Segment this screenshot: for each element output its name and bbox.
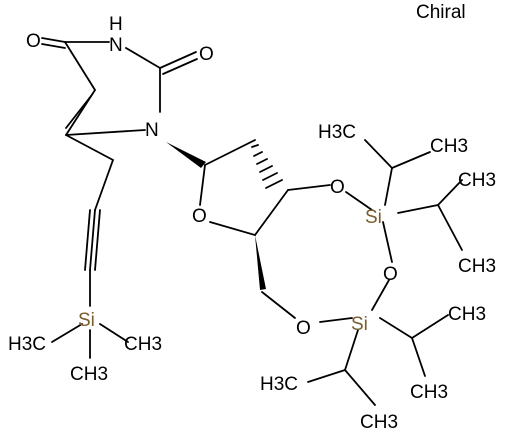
bond-triple-a [89,209,96,271]
atom-o-c4: O [26,31,41,52]
bond-c4-o [41,37,66,43]
atom-si-tms: Si [78,310,95,331]
bond-si-obridge [382,221,393,263]
bond-o5-si2 [319,317,353,323]
bond-ipr2-me2 [437,204,463,251]
methyl-bottom-right: CH3 [448,304,486,325]
methyl-top-left: H3C [318,122,356,143]
atom-o3prime: O [330,177,345,198]
chiral-label: Chiral [416,2,466,23]
bond-c2-o [159,51,197,69]
bond-si2-ipr2 [344,329,359,371]
methyl-top-right-3: CH3 [458,256,496,277]
bond-c4-o-double [41,43,66,49]
methyl-bottom-left-2: CH3 [360,412,398,433]
bond-c1-o4 [199,164,206,206]
methyl-bottom-left: H3C [260,374,298,395]
uracil-ring [64,41,161,161]
bond-c3-o3 [287,184,331,191]
bond-c2-o-double [162,58,198,75]
atom-o-ring: O [192,206,207,227]
methyl-tms-left: H3C [8,334,46,355]
bond-c6-alkyne [94,159,114,211]
bond-c1-c2 [204,139,256,166]
bond-c4-c5 [64,41,96,91]
atom-n3: N [109,35,123,56]
bond-o4-c4 [209,221,256,236]
atom-si-top: Si [365,207,382,228]
bond-ipr1-me2 [391,151,431,169]
bond-c5-c6-double [65,95,92,129]
bond-n3-c2 [125,47,161,69]
bond-o3-si [345,191,373,211]
bond-si-me-left [51,323,83,343]
bond-triple-b [84,209,91,271]
bond-si2-ipr1-me1 [411,314,449,339]
methyl-tms-right: CH3 [124,334,162,355]
bond-c4-c3 [254,189,289,236]
bond-c6-n1 [65,129,146,136]
bond-si-ipr1 [384,167,393,206]
bond-ipr1-me1 [364,139,393,169]
bond-si2-ipr1 [379,317,413,339]
atom-h-n3: H [109,14,123,35]
methyl-top-right-2: CH3 [458,170,496,191]
atom-n1: N [145,120,159,141]
bond-c5-o5 [261,291,296,319]
bond-si2-ipr2-me1 [307,369,346,383]
atom-o-bridge: O [383,264,398,285]
hash-c2-c3 [251,144,283,189]
sugar-ring [199,139,289,236]
bond-si2-ipr2-me2 [344,369,376,406]
methyl-tms-bottom: CH3 [70,364,108,385]
bond-obridge-si2 [371,279,390,311]
bond-si2-ipr1-me2 [411,337,426,377]
wedge-c4-c5 [255,235,266,290]
bond-si-ipr2 [397,204,439,214]
methyl-bottom-right-2: CH3 [410,382,448,403]
bond-c6-n1-lower [65,134,114,161]
wedge-n1-c1prime [166,142,206,168]
bond-ipr2-me1 [437,179,463,206]
atom-si-bottom: Si [351,314,368,335]
bond-si-me-right [99,323,129,343]
atom-o-c2: O [199,44,214,65]
bond-triple-c [94,209,101,271]
atom-o5prime: O [296,318,311,339]
methyl-top-right: CH3 [430,136,468,157]
